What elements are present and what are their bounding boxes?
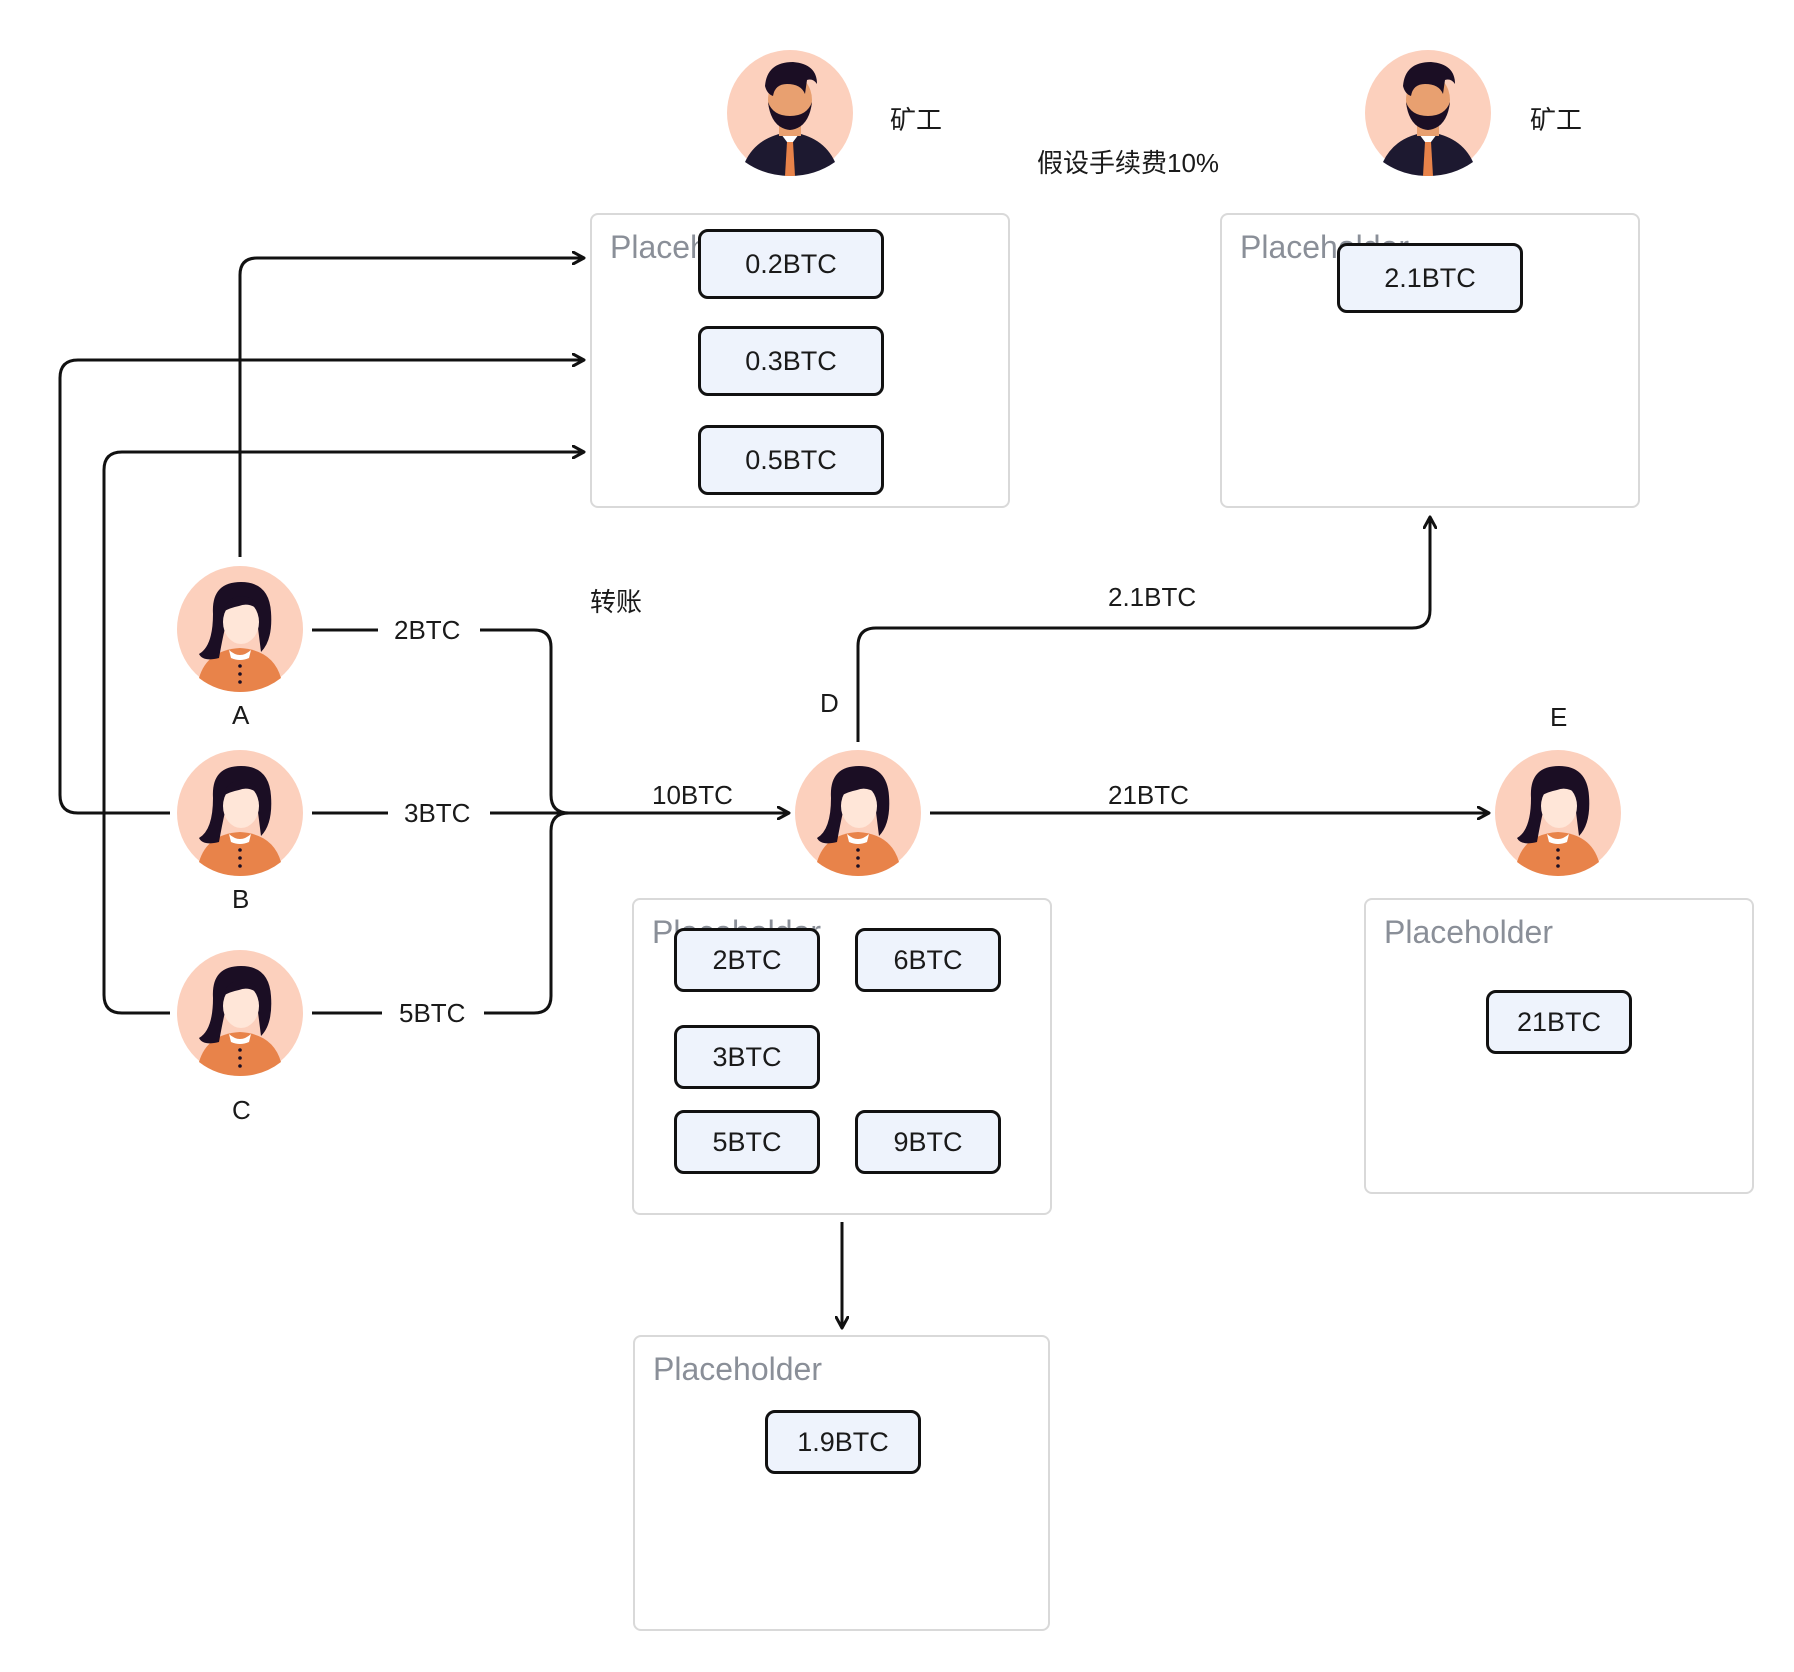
d-change-group: Placeholder bbox=[633, 1335, 1050, 1631]
fee-note: 假设手续费10% bbox=[1037, 148, 1220, 178]
amount-chip: 1.9BTC bbox=[765, 1410, 921, 1474]
transfer-label: 转账 bbox=[590, 587, 643, 617]
user-avatar-c bbox=[177, 950, 303, 1076]
amount-chip: 0.2BTC bbox=[698, 229, 884, 299]
miner-avatar bbox=[727, 50, 853, 176]
group-title: Placeholder bbox=[1384, 914, 1553, 950]
user-label-e: E bbox=[1550, 702, 1568, 732]
amount-chip: 0.3BTC bbox=[698, 326, 884, 396]
edge-label-a: 2BTC bbox=[394, 615, 461, 645]
user-avatar-a bbox=[177, 566, 303, 692]
edge-label-c: 5BTC bbox=[399, 998, 466, 1028]
edge-a-to-fee-pool bbox=[238, 258, 583, 557]
edge-b-to-fee-pool bbox=[58, 360, 583, 815]
edge-d-to-fee-pool-2 bbox=[856, 518, 1430, 742]
edge-label-merged: 10BTC bbox=[652, 780, 733, 810]
edge-label-d-to-e: 21BTC bbox=[1108, 780, 1189, 810]
edge-c-to-fee-pool bbox=[102, 452, 583, 1015]
miner-label: 矿工 bbox=[890, 105, 943, 135]
miner-label: 矿工 bbox=[1530, 105, 1583, 135]
edge-a-segment-2 bbox=[480, 628, 570, 815]
edge-c-segment-2 bbox=[484, 811, 570, 1015]
amount-chip: 21BTC bbox=[1486, 990, 1632, 1054]
amount-chip: 2.1BTC bbox=[1337, 243, 1523, 313]
amount-chip: 3BTC bbox=[674, 1025, 820, 1089]
group-title: Placeholder bbox=[653, 1351, 822, 1387]
user-avatar-b bbox=[177, 750, 303, 876]
amount-chip: 9BTC bbox=[855, 1110, 1001, 1174]
user-label-d: D bbox=[820, 688, 839, 718]
miner-avatar bbox=[1365, 50, 1491, 176]
user-label-a: A bbox=[232, 700, 250, 730]
user-avatar-e bbox=[1495, 750, 1621, 876]
user-avatar-d bbox=[795, 750, 921, 876]
amount-chip: 5BTC bbox=[674, 1110, 820, 1174]
edge-label-b: 3BTC bbox=[404, 798, 471, 828]
user-label-c: C bbox=[232, 1095, 251, 1125]
edge-label-d-to-miner: 2.1BTC bbox=[1108, 582, 1197, 612]
amount-chip: 6BTC bbox=[855, 928, 1001, 992]
amount-chip: 0.5BTC bbox=[698, 425, 884, 495]
user-label-b: B bbox=[232, 884, 250, 914]
amount-chip: 2BTC bbox=[674, 928, 820, 992]
